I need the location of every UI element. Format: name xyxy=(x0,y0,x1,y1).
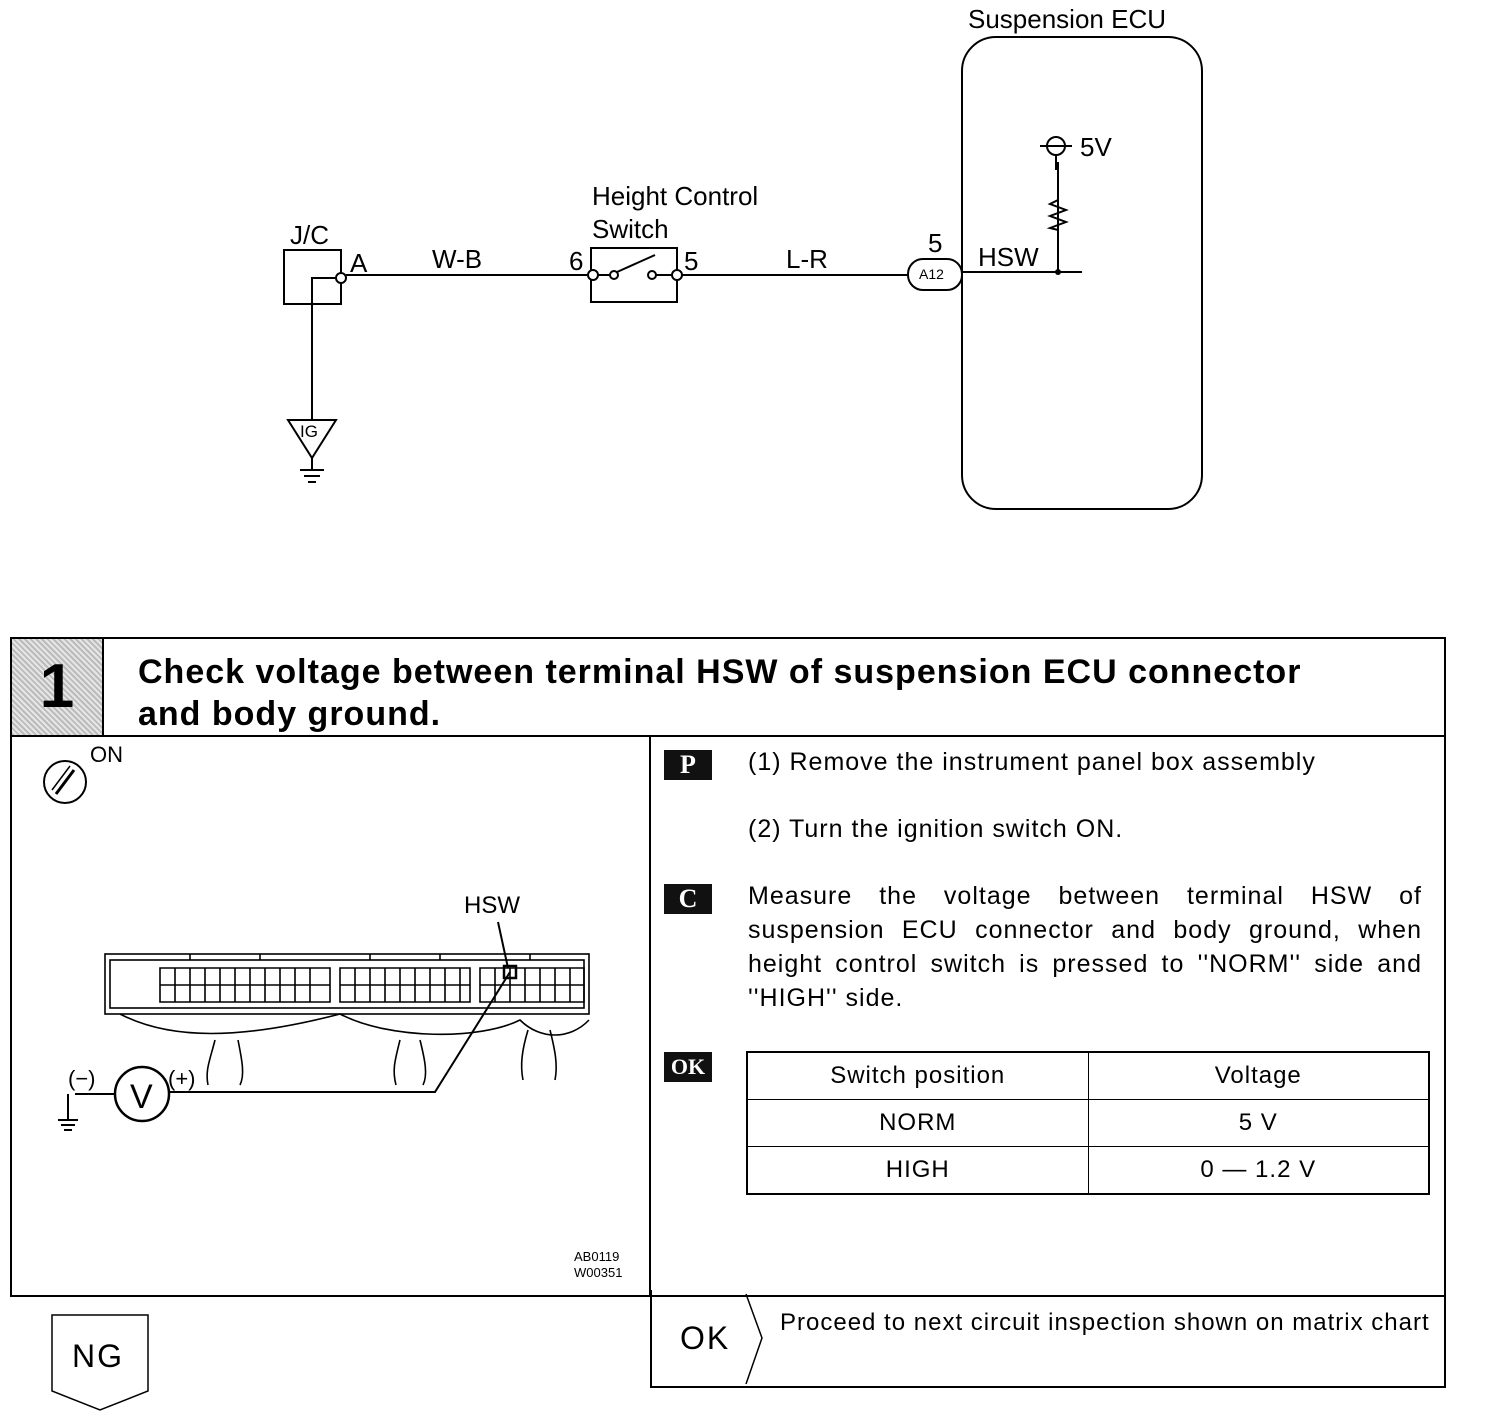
switch-contact xyxy=(616,254,656,273)
switch-label-line1: Height Control xyxy=(592,181,759,211)
check-tag: C xyxy=(664,884,712,914)
step-title-line1: Check voltage between terminal HSW of su… xyxy=(138,653,1302,691)
step-header: 1 Check voltage between terminal HSW of … xyxy=(12,639,1444,737)
connector-illustration xyxy=(43,760,590,1131)
wire-w-b-label: W-B xyxy=(432,244,483,274)
ground-triangle xyxy=(286,419,338,460)
step-box: 1 Check voltage between terminal HSW of … xyxy=(10,637,1446,1297)
meter-minus-label: (−) xyxy=(68,1066,96,1091)
table-header-row: Switch position Voltage xyxy=(746,1051,1430,1100)
ng-arrow-box xyxy=(51,1314,149,1411)
connector-code-label: A12 xyxy=(919,266,944,282)
ecu-connector-drawing xyxy=(104,953,590,1086)
table-cell: NORM xyxy=(746,1099,1089,1147)
wire-l-r-label: L-R xyxy=(786,244,828,274)
ecu-label: Suspension ECU xyxy=(968,4,1166,34)
connector-pin-label: 5 xyxy=(928,228,943,258)
switch-label-line2: Switch xyxy=(592,214,669,244)
connector-oval xyxy=(907,258,963,291)
ok-result-text: Proceed to next circuit inspection shown… xyxy=(780,1309,1430,1336)
meter-symbol: V xyxy=(130,1078,153,1116)
table-cell: HIGH xyxy=(746,1146,1089,1195)
probe-lead xyxy=(170,971,511,1093)
ng-label: NG xyxy=(72,1338,124,1374)
signal-label: HSW xyxy=(978,242,1039,272)
spec-table: Switch position Voltage NORM 5 V HIGH 0 … xyxy=(746,1051,1430,1195)
switch-pin-right: 5 xyxy=(684,246,699,276)
ok-tag: OK xyxy=(664,1052,712,1082)
table-header-cell: Switch position xyxy=(746,1051,1089,1100)
ok-result-label: OK xyxy=(680,1320,731,1356)
illustration-hsw-label: HSW xyxy=(464,892,520,919)
ref-code-2: W00351 xyxy=(574,1265,623,1280)
table-row: HIGH 0 — 1.2 V xyxy=(746,1146,1430,1195)
ignition-on-label: ON xyxy=(90,742,123,767)
step-title-line2: and body ground. xyxy=(138,695,442,733)
supply-label: 5V xyxy=(1080,132,1112,162)
column-divider xyxy=(649,735,651,1297)
step-number: 1 xyxy=(12,639,104,735)
prep-step-2: (2) Turn the ignition switch ON. xyxy=(748,815,1124,843)
jc-terminal-dot xyxy=(335,272,347,284)
wiring-diagram-lines xyxy=(283,36,1203,510)
table-cell: 5 V xyxy=(1087,1099,1430,1147)
ok-result-row: OK Proceed to next circuit inspection sh… xyxy=(650,1290,1446,1388)
switch-pin-left: 6 xyxy=(569,246,584,276)
jc-terminal-label: A xyxy=(350,248,368,278)
table-cell: 0 — 1.2 V xyxy=(1087,1146,1430,1195)
resistor xyxy=(1046,162,1069,272)
ref-code-1: AB0119 xyxy=(574,1249,620,1264)
prep-step-1: (1) Remove the instrument panel box asse… xyxy=(748,748,1316,776)
check-instruction: Measure the voltage between terminal HSW… xyxy=(748,882,1422,1012)
table-row: NORM 5 V xyxy=(746,1099,1430,1147)
table-header-cell: Voltage xyxy=(1087,1051,1430,1100)
step-title: Check voltage between terminal HSW of su… xyxy=(138,651,1428,735)
prep-tag: P xyxy=(664,750,712,780)
ground-label: IG xyxy=(300,422,318,441)
jc-label: J/C xyxy=(290,220,329,250)
meter-plus-label: (+) xyxy=(168,1066,196,1091)
ok-chevron-icon xyxy=(745,1293,763,1385)
ignition-key-icon xyxy=(43,760,87,804)
